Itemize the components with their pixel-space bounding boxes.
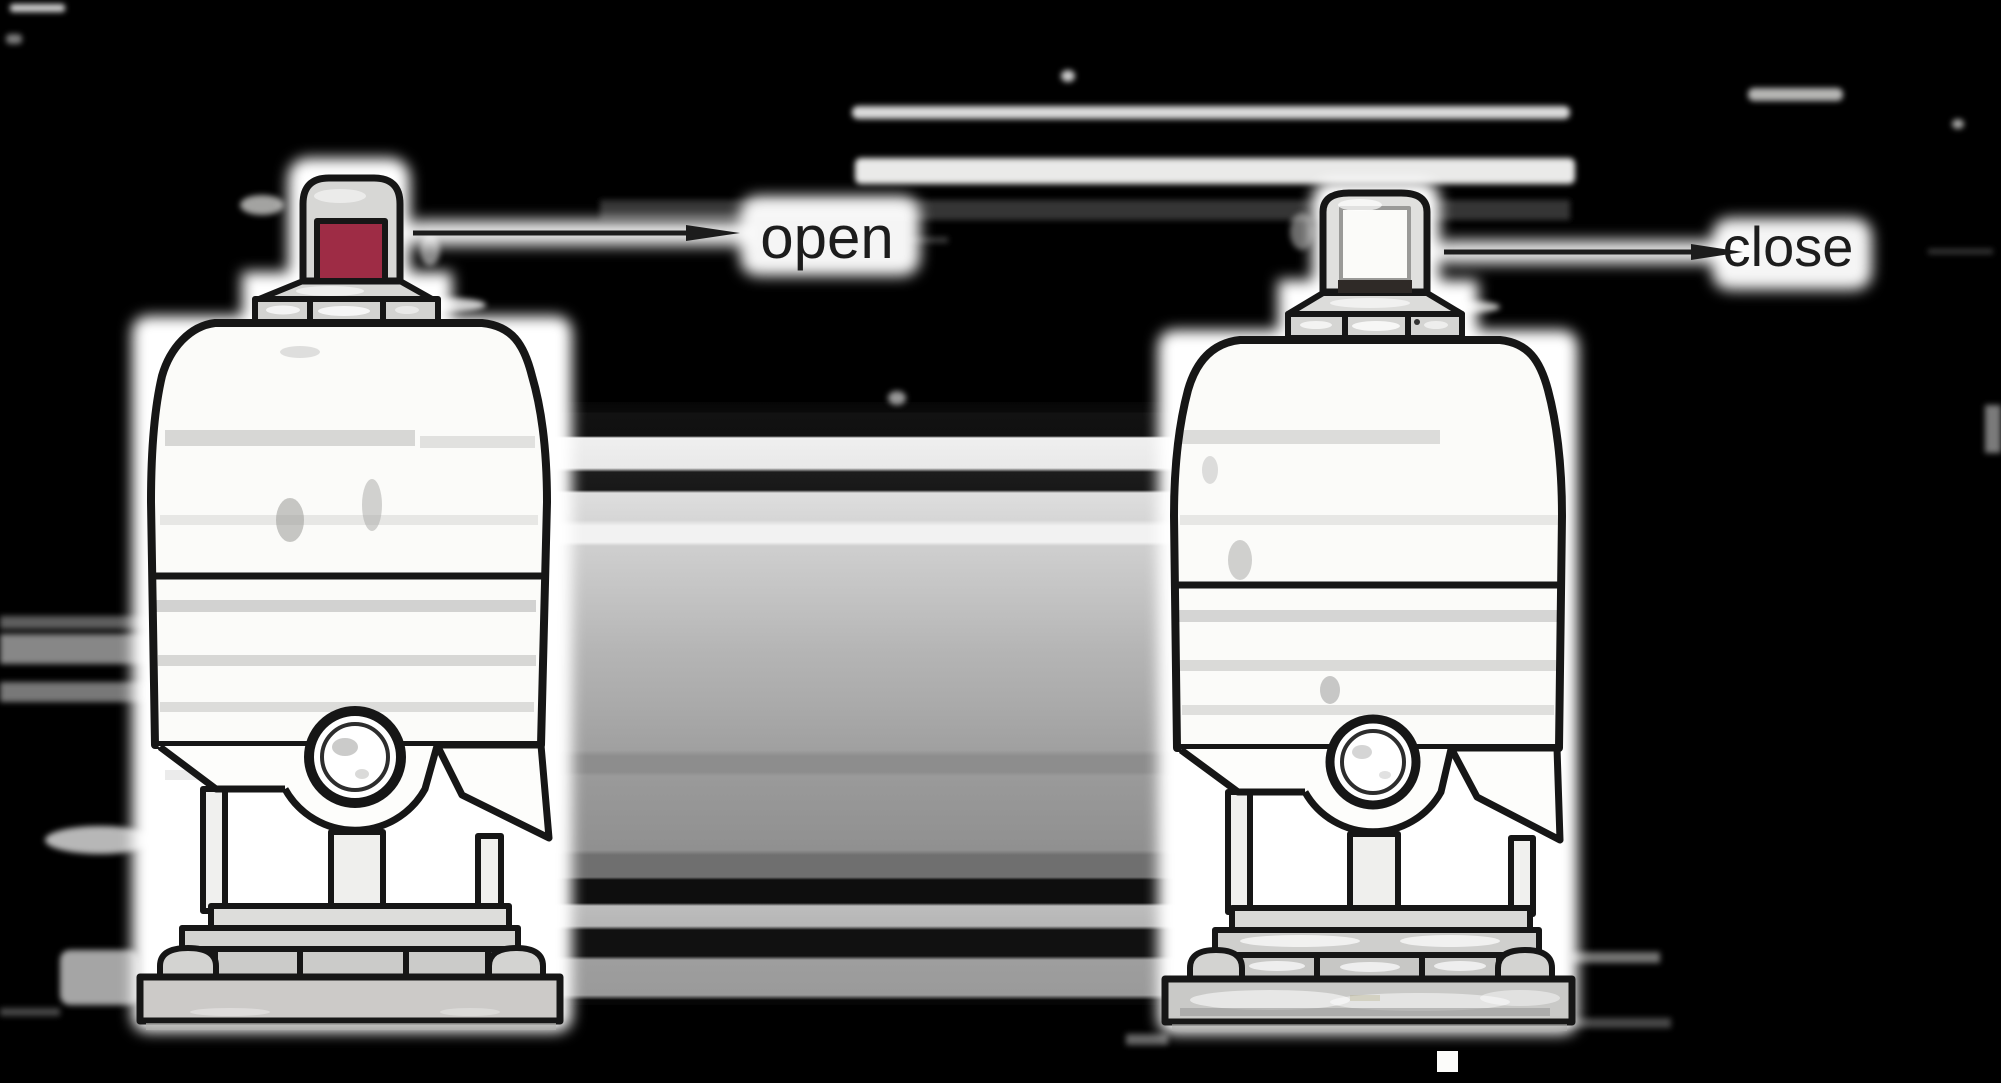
body-smudge — [276, 498, 304, 542]
collar-highlight — [1300, 321, 1332, 329]
base-texture — [1180, 1008, 1550, 1016]
center-stem — [328, 829, 386, 915]
left-leg — [200, 786, 228, 914]
base-plate-2 — [179, 925, 521, 952]
port-ring-inner — [320, 722, 390, 792]
base-hump-right — [486, 945, 546, 980]
base-highlight — [1240, 935, 1360, 947]
right-leg — [1508, 835, 1536, 917]
base-plate-1 — [1229, 905, 1533, 933]
base-highlight — [1249, 961, 1305, 971]
arrowhead — [1691, 244, 1743, 260]
cap-highlight — [314, 189, 366, 203]
base-shadow — [1172, 1024, 1567, 1031]
base-highlight — [1340, 962, 1400, 972]
base-highlight — [190, 1008, 270, 1016]
close-annotation-arrow — [1444, 244, 1743, 260]
right-wing — [1447, 744, 1564, 844]
cap-highlight — [1338, 199, 1382, 211]
indicator-dark-band — [1338, 280, 1412, 293]
right-leg — [475, 833, 504, 917]
base-highlight — [1434, 961, 1486, 971]
scan-banding-artifact — [548, 402, 1176, 1005]
base-highlight — [440, 1008, 500, 1016]
collar-highlight — [1424, 321, 1448, 329]
base-highlight — [1480, 990, 1560, 1006]
collar-highlight — [395, 306, 419, 314]
base-slab — [136, 973, 564, 1025]
arrowhead — [686, 225, 740, 241]
base-plate-1 — [208, 903, 512, 931]
left-wing-edge — [1178, 747, 1305, 796]
base-highlight — [1190, 990, 1350, 1010]
port-ring-inner — [1340, 729, 1406, 795]
saddle-curve — [1301, 748, 1455, 836]
body-smudge — [362, 479, 382, 531]
base-hump-left — [1187, 947, 1245, 982]
collar-highlight — [266, 305, 300, 315]
body-smudge — [280, 346, 320, 358]
left-wing-edge — [157, 744, 285, 793]
skirt-highlight — [1330, 298, 1410, 308]
close-label: close — [1723, 215, 1854, 278]
body-streaks — [1178, 430, 1558, 715]
port-smudge — [355, 769, 369, 779]
collar-highlight — [1352, 321, 1400, 331]
base-hump-left — [157, 945, 219, 980]
open-indicator-window — [314, 218, 388, 284]
collar-dot — [1414, 319, 1420, 325]
center-stem — [1347, 831, 1401, 915]
valve-body — [1170, 336, 1566, 752]
valve-figure-closed — [1161, 189, 1576, 1031]
base-texture — [1350, 995, 1380, 1001]
port-smudge — [332, 738, 358, 756]
body-smudge — [1320, 676, 1340, 704]
open-annotation-arrow — [413, 225, 740, 241]
right-wing — [433, 741, 553, 842]
saddle-curve — [281, 745, 441, 834]
collar-highlight — [318, 306, 370, 316]
valve-body — [147, 319, 551, 749]
base-shadow — [146, 1023, 556, 1030]
port-smudge — [1352, 745, 1372, 759]
skirt-highlight — [296, 286, 364, 296]
body-smudge — [1202, 456, 1218, 484]
base-highlight — [1330, 993, 1510, 1011]
base-highlight — [1400, 935, 1500, 947]
valve-figure-open — [136, 174, 564, 1030]
white-square-artifact — [1437, 1051, 1458, 1072]
body-smudge — [1228, 540, 1252, 580]
base-hump-right — [1495, 947, 1555, 982]
open-label: open — [760, 204, 893, 271]
left-leg — [1225, 789, 1253, 915]
closed-indicator-window — [1339, 206, 1411, 282]
port-smudge — [1379, 771, 1391, 779]
